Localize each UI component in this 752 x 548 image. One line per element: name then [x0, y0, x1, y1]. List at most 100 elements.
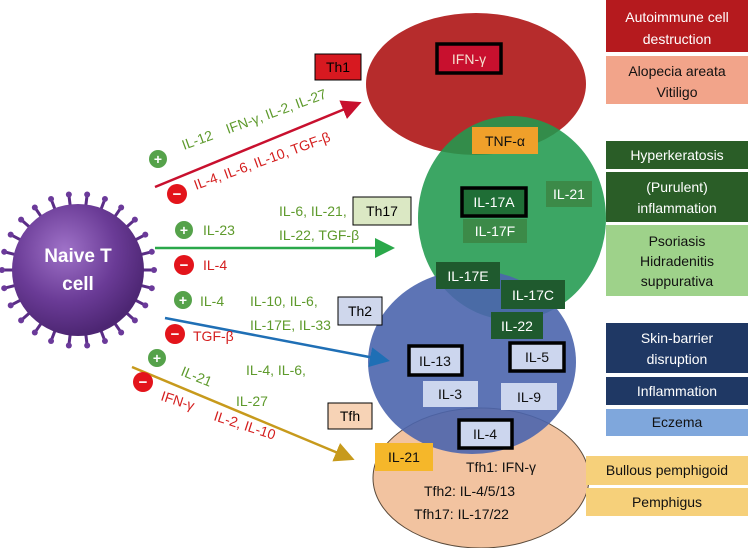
naive-cell-label-line1: Naive T — [44, 246, 112, 267]
il21-th17-box — [546, 181, 592, 207]
th17-minus-text: IL-4 — [203, 257, 227, 273]
tfh-arrow — [131, 365, 355, 462]
svg-text:+: + — [179, 292, 187, 308]
il22-label: IL-22 — [501, 318, 533, 334]
cell-spike-tip — [142, 231, 149, 238]
cell-spike-tip — [131, 216, 138, 223]
tfh17-subset: Tfh17: IL-17/22 — [414, 506, 509, 522]
th2-minus-sign: − — [165, 324, 185, 344]
th2-minus-text: TGF-β — [193, 328, 234, 344]
il4-box — [457, 418, 514, 450]
th2-plus-text-2: IL-10, IL-6, — [250, 293, 318, 309]
il17f-label: IL-17F — [475, 223, 515, 239]
eczema-box — [606, 409, 748, 436]
th1-plus-sign: + — [149, 150, 167, 168]
autoimmune-destruction-line2: destruction — [643, 31, 711, 47]
tfh-plus-text-1: IL-21 — [179, 363, 215, 390]
cell-spike-tip — [65, 342, 72, 349]
purulent-inflammation-box — [606, 172, 748, 222]
il17a-box — [460, 186, 528, 218]
hyperkeratosis-box — [606, 141, 748, 169]
tnf-alpha-label: TNF-α — [485, 133, 525, 149]
il9-box — [501, 383, 557, 410]
il13-label: IL-13 — [419, 353, 451, 369]
il17e-label: IL-17E — [447, 268, 488, 284]
th1-label: Th1 — [326, 59, 350, 75]
skin-barrier-line1: Skin-barrier — [641, 330, 714, 346]
bullous-pemphigoid-label: Bullous pemphigoid — [606, 462, 728, 478]
vitiligo-label: Vitiligo — [657, 84, 698, 100]
alopecia-areata-label: Alopecia areata — [628, 63, 726, 79]
cell-spike-tip — [65, 191, 72, 198]
cell-spike-tip — [1, 285, 8, 292]
cell-spike-tip — [148, 285, 155, 292]
tnf-alpha-box — [472, 127, 538, 154]
skin-barrier-line2: disruption — [647, 351, 708, 367]
cell-spike-tip — [1, 248, 8, 255]
purulent-inflammation-line1: (Purulent) — [646, 179, 707, 195]
purulent-inflammation-line2: inflammation — [637, 200, 716, 216]
inflammation-box — [606, 377, 748, 405]
tfh-label-box — [327, 402, 373, 430]
naive-cell-body — [12, 204, 144, 336]
cell-spike-tip — [151, 267, 157, 273]
inflammation-label: Inflammation — [637, 383, 717, 399]
tfh-label: Tfh — [340, 408, 360, 424]
cell-spike-tip — [18, 317, 25, 324]
th1-label-box — [314, 53, 362, 81]
psoriasis-hs-box — [606, 225, 748, 296]
hidradenitis-label: Hidradenitis — [640, 253, 714, 269]
tfh-plus-sign: + — [148, 349, 166, 367]
il3-label: IL-3 — [438, 386, 462, 402]
tfh-minus-sign: − — [133, 372, 153, 392]
cell-spike-tip — [142, 302, 149, 309]
ifn-gamma-box — [435, 42, 503, 75]
il21-tfh-label: IL-21 — [388, 449, 420, 465]
pemphigus-label: Pemphigus — [632, 494, 702, 510]
tfh-plus-text-2: IL-4, IL-6, — [246, 362, 306, 378]
svg-text:−: − — [139, 374, 148, 391]
il17c-label: IL-17C — [512, 287, 554, 303]
cell-spike-tip — [148, 248, 155, 255]
psoriasis-label: Psoriasis — [649, 233, 706, 249]
tfh1-subset: Tfh1: IFN-γ — [466, 459, 536, 475]
autoimmune-destruction-line1: Autoimmune cell — [625, 9, 729, 25]
il21-th17-label: IL-21 — [553, 186, 585, 202]
il17f-box — [463, 219, 527, 243]
th2-plus-text-3: IL-17E, IL-33 — [250, 317, 331, 333]
svg-text:+: + — [153, 350, 161, 366]
th2-plus-text-1: IL-4 — [200, 293, 224, 309]
cell-spike-tip — [48, 195, 55, 202]
il22-box — [491, 312, 543, 339]
th17-plus-sign: + — [175, 221, 193, 239]
eczema-label: Eczema — [652, 414, 703, 430]
cell-spike-tip — [118, 329, 125, 336]
il5-label: IL-5 — [525, 349, 549, 365]
cell-spike-tip — [7, 231, 14, 238]
ifn-gamma-label: IFN-γ — [452, 51, 486, 67]
skin-barrier-box — [606, 323, 748, 373]
suppurativa-label: suppurativa — [641, 273, 714, 289]
th17-plus-text-2: IL-6, IL-21, — [279, 203, 347, 219]
il21-tfh-box — [375, 443, 433, 471]
cell-spike-tip — [48, 338, 55, 345]
pemphigus-box — [586, 488, 748, 516]
svg-text:+: + — [154, 151, 162, 167]
th2-plus-sign: + — [174, 291, 192, 309]
il13-box — [407, 344, 464, 377]
cell-spike-tip — [7, 302, 14, 309]
th1-minus-sign: − — [167, 184, 187, 204]
cell-spike-tip — [118, 204, 125, 211]
th2-label: Th2 — [348, 303, 372, 319]
il9-label: IL-9 — [517, 389, 541, 405]
alopecia-vitiligo-box — [606, 56, 748, 104]
th17-label: Th17 — [366, 203, 398, 219]
il17a-label: IL-17A — [473, 194, 515, 210]
naive-cell-label-line2: cell — [62, 274, 94, 295]
tfh-plus-text-3: IL-27 — [236, 393, 268, 409]
th2-arrow — [164, 316, 390, 368]
svg-text:−: − — [173, 186, 182, 203]
hyperkeratosis-label: Hyperkeratosis — [630, 147, 723, 163]
th17-plus-text-1: IL-23 — [203, 222, 235, 238]
cell-spike-tip — [0, 267, 5, 273]
